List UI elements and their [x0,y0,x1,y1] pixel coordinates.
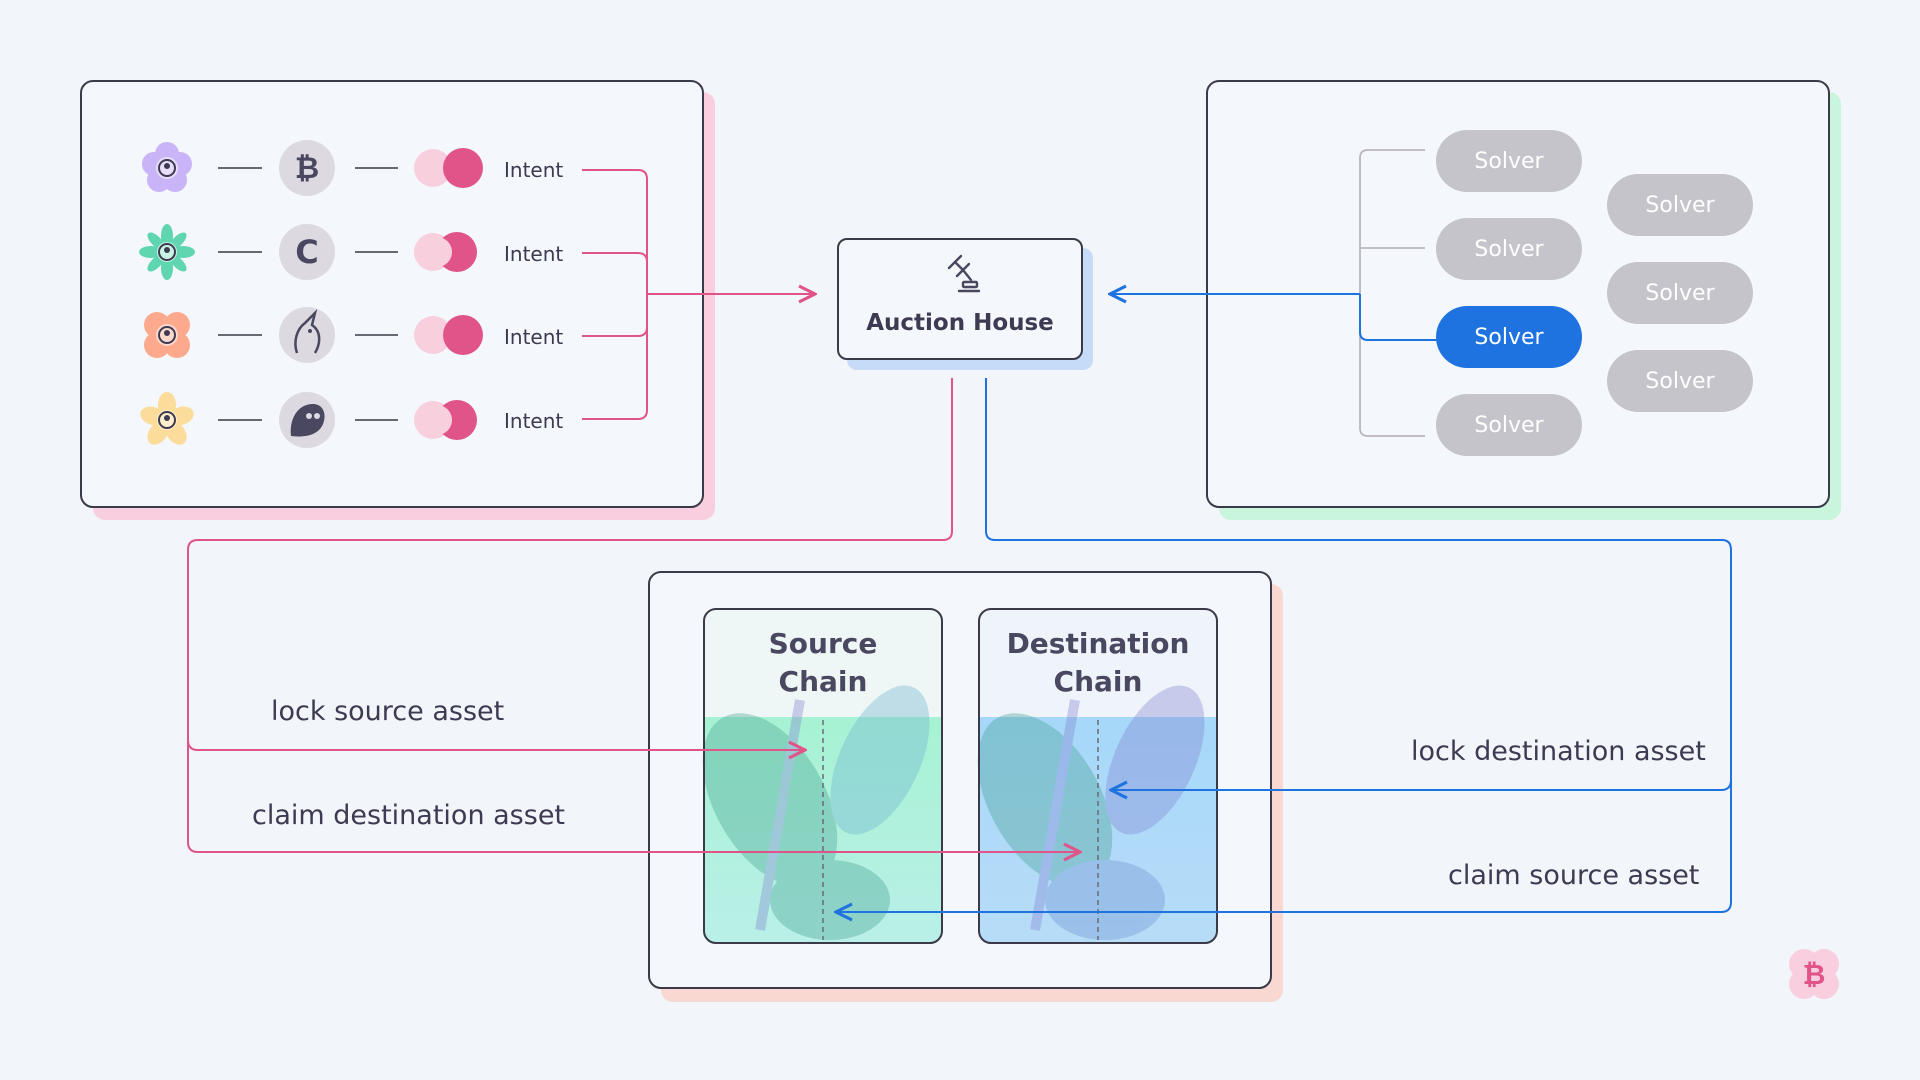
svg-text:₿: ₿ [295,151,319,186]
orange-flower-user-icon [144,312,190,358]
claim-source-asset-label: claim source asset [1448,860,1700,891]
solver-pill[interactable]: Solver [1607,350,1753,412]
source-chain-title-line2: Chain [778,665,868,698]
intent-label: Intent [504,242,564,266]
source-chain-title: Source Chain [704,625,942,701]
destination-chain-title: Destination Chain [979,625,1217,701]
svg-text:C: C [295,233,318,271]
claim-destination-asset-label: claim destination asset [252,800,566,831]
gavel-icon [947,254,981,293]
purple-flower-user-icon [142,142,192,192]
bitcoin-icon: ₿ [279,140,335,196]
lock-source-asset-label: lock source asset [271,696,505,727]
intent-label: Intent [504,158,564,182]
solver-pill[interactable]: Solver [1436,394,1582,456]
unicorn-icon [279,307,335,363]
intent-rows: ₿ C [139,140,483,448]
intent-toggle [414,148,483,188]
intent-toggle [414,400,477,440]
source-chain-title-line1: Source [768,627,878,660]
bitcoin-flower-logo: ₿ [1789,949,1839,999]
intent-label: Intent [504,325,564,349]
intent-toggle [414,232,477,272]
solver-pill-active[interactable]: Solver [1436,306,1582,368]
destination-chain-title-line2: Chain [1053,665,1143,698]
yellow-flower-user-icon [140,392,194,445]
green-flower-user-icon [139,224,195,280]
solver-pill[interactable]: Solver [1436,218,1582,280]
blue-flow-lines [836,378,1732,912]
solver-pill[interactable]: Solver [1436,130,1582,192]
intent-connectors [218,167,398,421]
blob-token-icon [279,392,335,448]
destination-chain-title-line1: Destination [1006,627,1190,660]
lock-destination-asset-label: lock destination asset [1411,736,1706,767]
intent-toggle [414,315,483,355]
c-coin-icon: C [279,224,335,280]
svg-text:₿: ₿ [1803,958,1826,991]
solver-pill[interactable]: Solver [1607,174,1753,236]
intent-label: Intent [504,409,564,433]
auction-house-node: Auction House [837,238,1083,360]
intent-to-auction-connector [582,169,815,420]
auction-house-label: Auction House [866,310,1054,336]
solver-to-auction-connector [1110,294,1438,341]
pink-flow-lines [187,378,1080,852]
solver-pill[interactable]: Solver [1607,262,1753,324]
